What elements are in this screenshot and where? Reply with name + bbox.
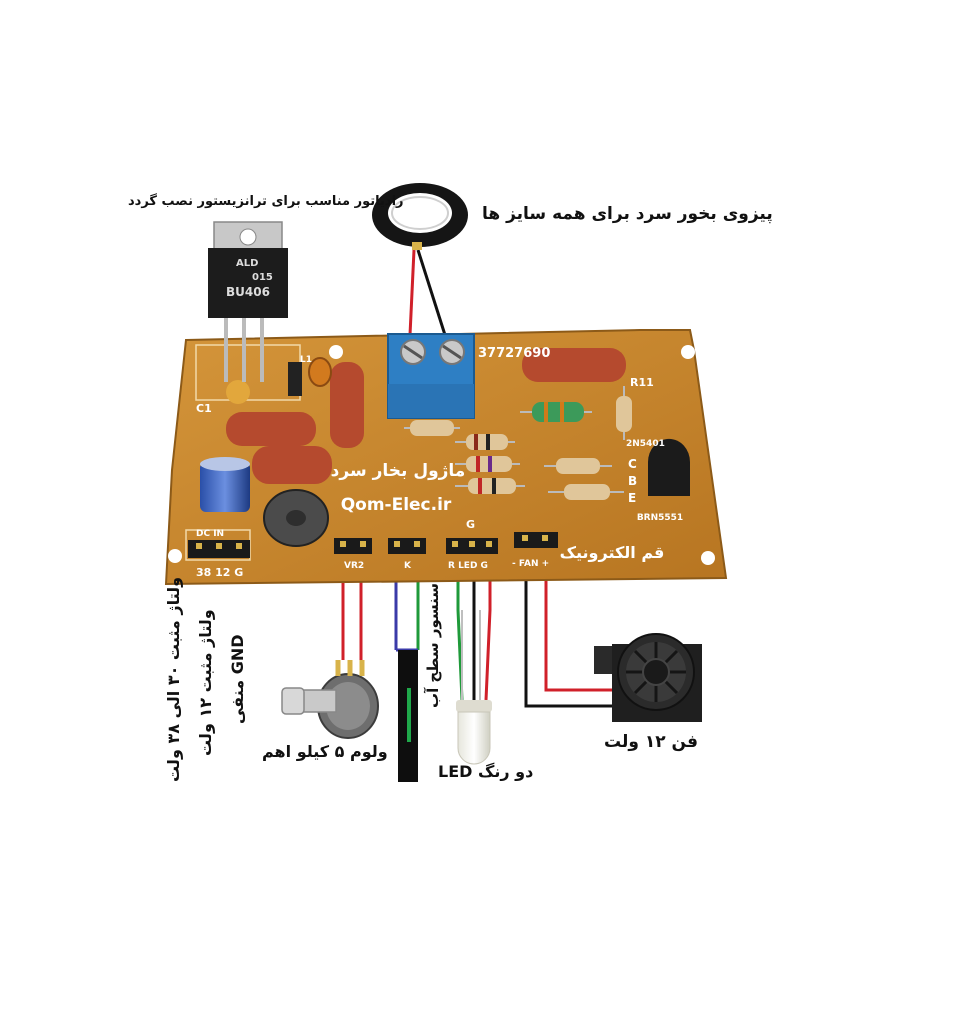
transistor-code: 015 [252,272,273,283]
silk-vr2: VR2 [344,561,364,571]
fan-wire-red [544,548,612,692]
water-sensor-label: سنسور سطح آب [424,582,442,708]
header-fan [514,532,558,548]
electrolytic-capacitor-top [200,457,250,471]
silk-led-header: R LED G [448,561,488,571]
screw-slot [403,344,423,360]
resistor [455,456,520,472]
piezo-wire-black [416,249,447,336]
toroid-hole [286,510,306,526]
resistor [404,420,460,436]
silk-diode: 2N5401 [626,439,665,449]
silk-r11: R11 [630,376,654,389]
silk-dc-in: DC IN [196,529,224,539]
power-transistor-bu406 [208,221,288,382]
potentiometer [281,660,379,739]
silk-bottom-transistor: BRN5551 [637,513,683,523]
electrolytic-capacitor [200,462,250,512]
power-plus-30-38-label: ولتاژ مثبت ۳۰ الی ۳۸ ولت [164,576,183,782]
heatsink-note-label: رادیاتور مناسب برای ترانزیستور نصب گردد [128,194,404,209]
piezo-label: پیزوی بخور سرد برای همه سایز ها [482,204,773,224]
silk-c: C [628,457,637,471]
silk-g: G [466,518,475,531]
fan-label: فن ۱۲ ولت [604,732,698,752]
board-website: Qom-Elec.ir [341,495,452,515]
pcb-hole-icon [681,345,695,359]
silk-c1: C1 [196,402,212,415]
screw-terminal-slot [388,384,474,418]
silk-k: K [404,561,412,571]
header-vr2 [334,538,372,554]
capacitor-red [252,446,332,484]
silk-fan-header: - FAN + [512,559,549,569]
board-title-fa: ماژول بخار سرد [331,461,466,481]
piezo-wire-red [408,249,416,336]
silk-b: B [628,474,637,488]
board-phone: 37727690 [478,346,550,361]
blower-fan-icon [594,633,702,722]
resistor [455,478,525,494]
small-transistor [648,438,690,496]
power-plus-12-label: ولتاژ مثبت ۱۲ ولت [196,609,215,756]
jumper [288,362,302,396]
water-sensor-strip [407,688,411,742]
bicolor-led [456,700,492,765]
capacitor-red [330,362,364,448]
fan-wire-black [524,548,612,708]
capacitor-red [226,412,316,446]
resistor [455,434,515,450]
pcb-hole-icon [168,549,182,563]
power-gnd-label: GND منفی [228,634,247,724]
inductor-coil [308,357,332,387]
capacitor-red [522,348,626,382]
silk-dc-in-pins: 38 12 G [196,566,243,579]
header-k [388,538,426,554]
resistor [616,386,632,440]
resistor [544,458,612,474]
silk-e: E [628,491,636,505]
resistor [548,484,624,500]
board-brand-vertical: QOM-ELEC [703,352,717,422]
transistor-logo: ALD [236,258,258,269]
pcb-silkscreen-outline [195,344,301,401]
led-label: دو رنگ LED [438,762,534,781]
pcb-hole-icon [701,551,715,565]
pcb-hole-icon [329,345,343,359]
transistor-model: BU406 [226,285,270,299]
piezo-disc [372,183,468,250]
screw-slot [442,344,462,360]
resistor-green [520,402,592,422]
header-pins [196,535,548,549]
ceramic-capacitor [226,380,250,404]
volume-label: ولوم ۵ کیلو اهم [262,742,388,761]
board-brand-fa: قم الکترونیک [560,543,665,562]
silk-l1: L1 [300,355,312,365]
